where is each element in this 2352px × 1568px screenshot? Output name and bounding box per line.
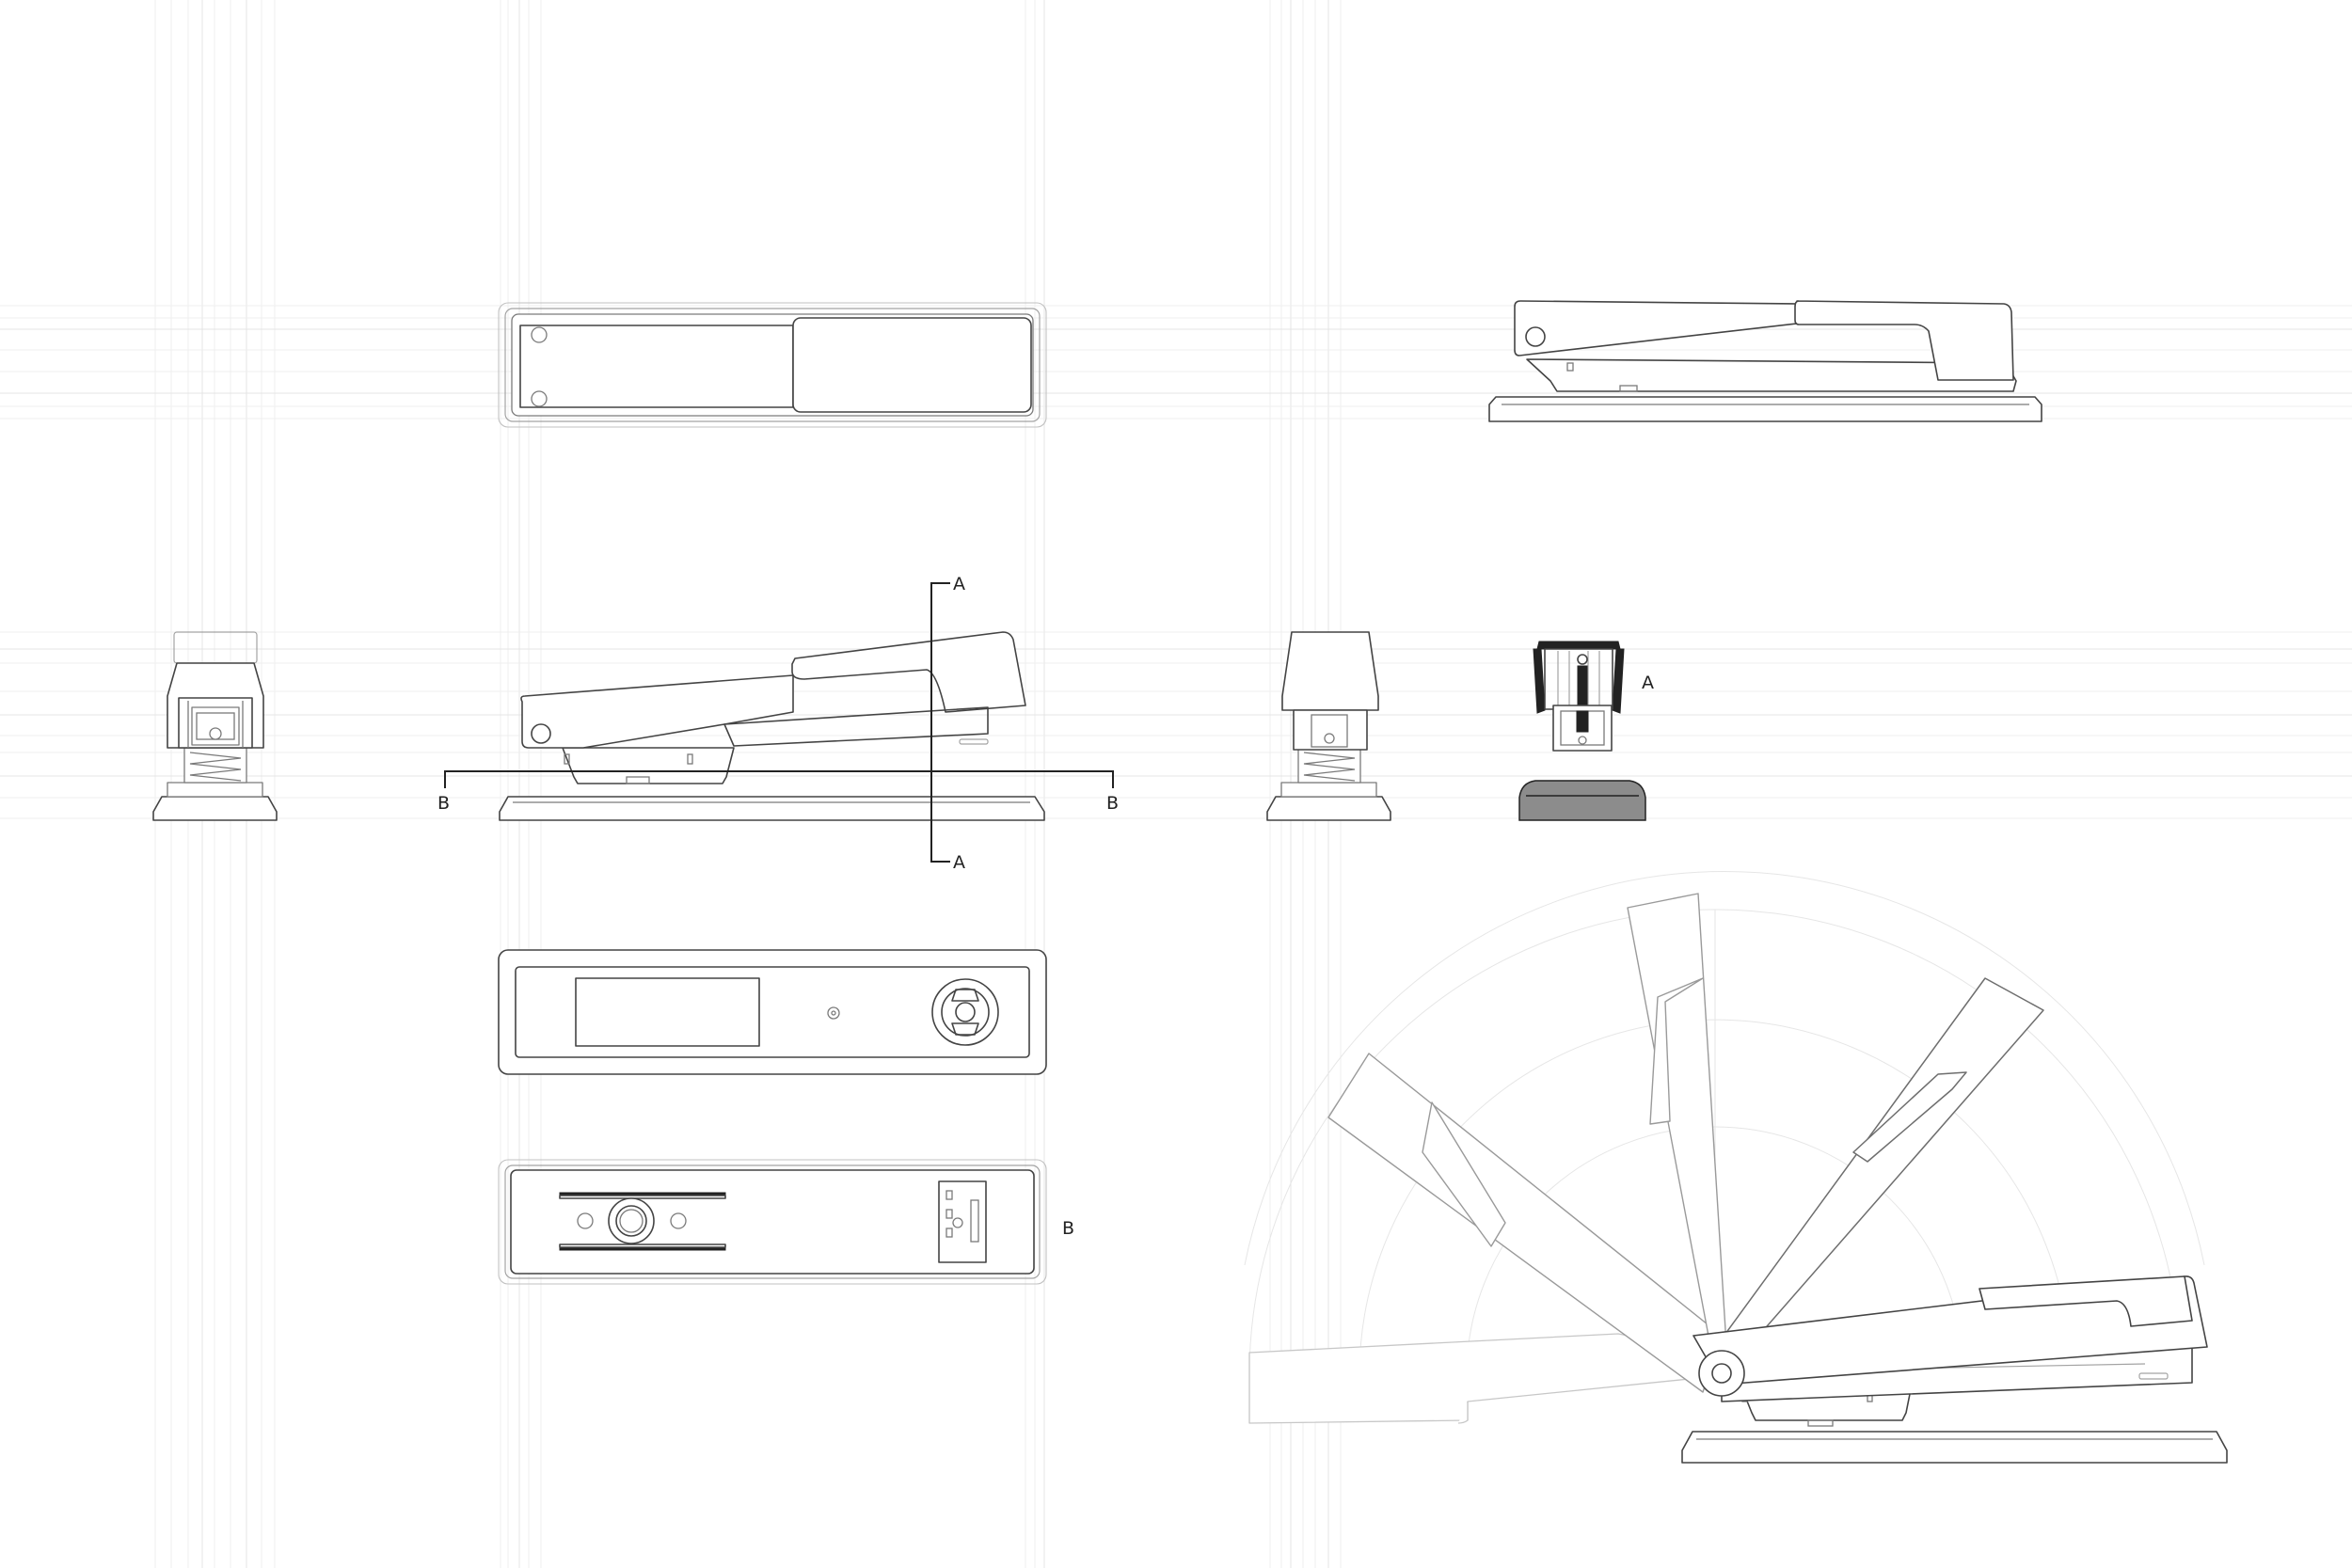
section-label-a-bottom: A — [953, 852, 965, 873]
section-label-b-left: B — [437, 793, 450, 814]
side-view-middle — [499, 631, 1045, 821]
top-view — [498, 302, 1047, 428]
section-label-b-right: B — [1106, 793, 1119, 814]
front-view — [152, 631, 278, 821]
bottom-view-base — [498, 949, 1047, 1075]
side-view-closed — [1488, 300, 2042, 422]
construction-verticals-center — [500, 0, 1045, 1568]
section-line-b: B B — [437, 770, 1119, 814]
section-view-label-a: A — [1642, 673, 1654, 693]
section-line-a: A A — [930, 574, 965, 873]
section-view-label-b: B — [1062, 1218, 1074, 1239]
rear-view — [1266, 631, 1391, 821]
section-label-a-top: A — [953, 574, 965, 594]
bottom-view-section-b: B — [498, 1159, 1074, 1285]
section-view-a: A — [1518, 641, 1654, 821]
opening-sequence-view — [1244, 870, 2228, 1464]
